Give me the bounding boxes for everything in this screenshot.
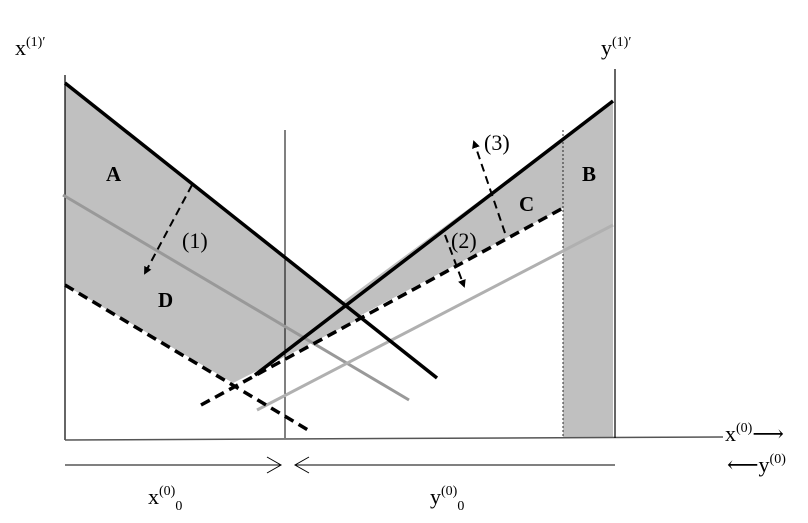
shaded-region-b (563, 101, 613, 438)
x0-endowment-label: x(0)0 (148, 484, 182, 514)
black-descending-line (63, 81, 439, 380)
shift-arrow-3 (472, 140, 506, 234)
y0-arrowhead-icon (293, 456, 310, 474)
gray-ascending-line (256, 223, 614, 412)
shift-label-2: (2) (451, 228, 477, 253)
shift-label-1: (1) (182, 228, 208, 253)
region-label-b: B (582, 162, 596, 186)
shaded-region-a-d (65, 83, 361, 383)
right-axis-label: y(1)′ (601, 35, 631, 60)
shift-label-3: (3) (484, 130, 510, 155)
left-axis-label: x(1)′ (15, 35, 45, 60)
region-label-c: C (519, 192, 534, 216)
region-label-d: D (158, 288, 173, 312)
shift-arrow-2 (444, 234, 466, 288)
black-ascending-line (253, 99, 615, 377)
x0-axis-label: x(0)⟶ (725, 421, 784, 446)
shift-arrow-1 (144, 184, 193, 275)
y0-endowment-label: y(0)0 (430, 484, 464, 514)
shaded-region-c (233, 139, 563, 383)
gray-descending-line (62, 193, 410, 402)
horizontal-axis (64, 436, 724, 441)
x0-arrowhead-icon (266, 456, 283, 474)
region-label-a: A (106, 162, 122, 186)
y0-axis-label: ⟵y(0) (727, 452, 786, 477)
